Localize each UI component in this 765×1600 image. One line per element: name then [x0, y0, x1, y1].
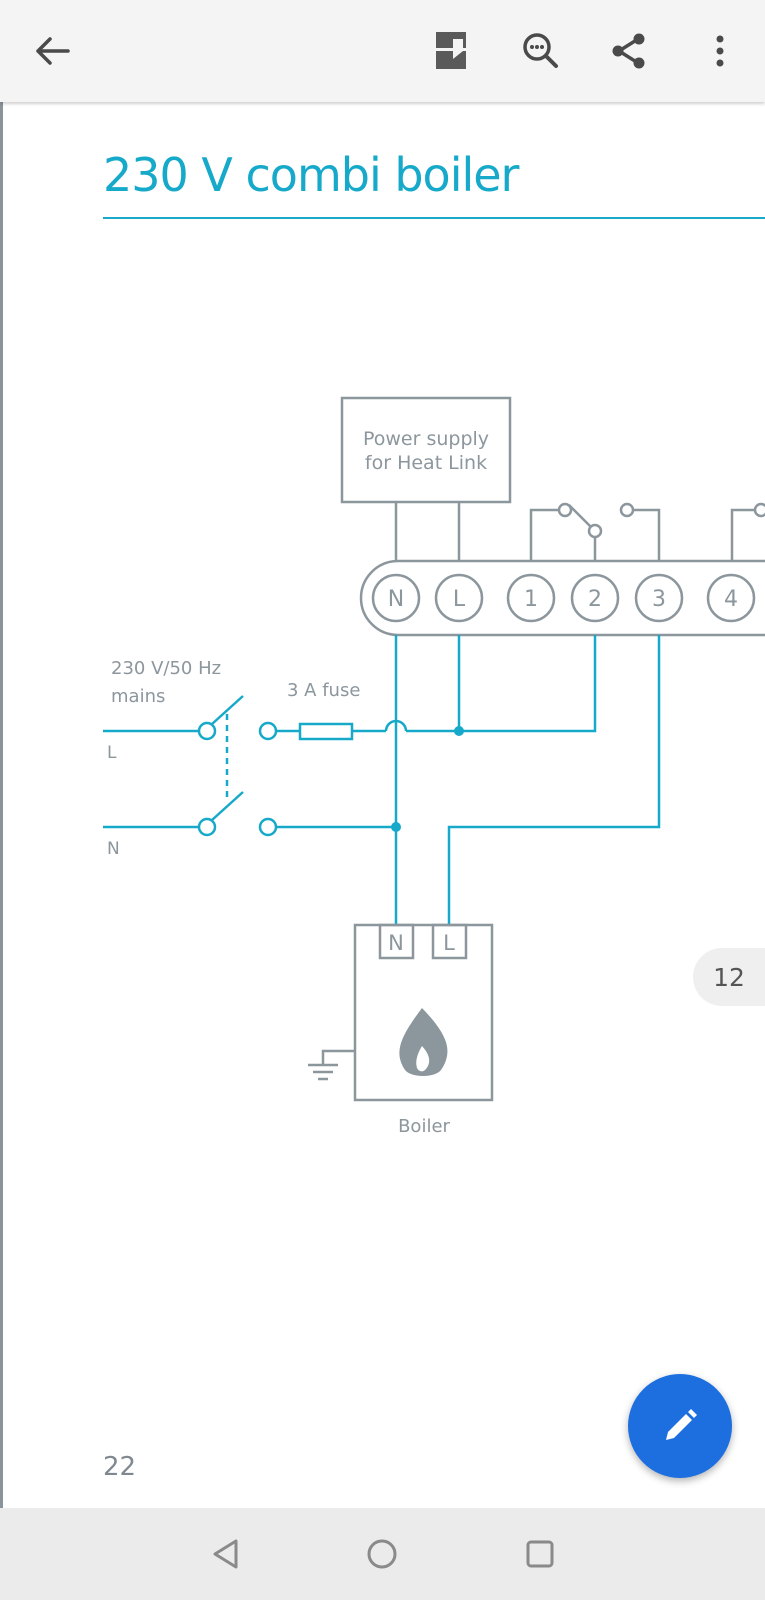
wiring-diagram: Power supply for Heat Link N L 1 2 [103, 396, 765, 1137]
document-view-button[interactable] [427, 26, 477, 76]
svg-text:1: 1 [524, 587, 538, 612]
fuse-symbol [298, 722, 354, 741]
recents-square-icon [526, 1540, 554, 1568]
system-nav-bar [0, 1508, 765, 1600]
share-button[interactable] [604, 26, 654, 76]
document-icon [436, 32, 466, 69]
svg-text:3: 3 [652, 587, 666, 612]
neutral-label: N [107, 839, 120, 859]
back-button[interactable] [27, 26, 77, 76]
more-vert-icon [716, 35, 724, 67]
edit-fab-button[interactable] [628, 1374, 732, 1478]
share-icon [612, 33, 645, 69]
boiler-label: Boiler [398, 1116, 450, 1137]
terminal-n: N [371, 573, 421, 623]
boiler-terminal-l: L [443, 931, 455, 955]
page-indicator[interactable]: 12 [693, 948, 765, 1006]
search-in-document-icon [523, 33, 558, 68]
power-supply-box [340, 396, 512, 504]
fuse-label: 3 A fuse [287, 680, 360, 701]
search-button[interactable] [516, 26, 566, 76]
page-number: 22 [103, 1452, 137, 1482]
mains-label-1: 230 V/50 Hz [111, 658, 221, 679]
terminal-4: 4 [706, 573, 756, 623]
live-label: L [107, 743, 117, 763]
svg-text:N: N [388, 587, 404, 612]
nav-recents-button[interactable] [512, 1526, 568, 1582]
app-toolbar [0, 0, 765, 102]
boiler-box [353, 923, 494, 1102]
mains-label-2: mains [111, 686, 165, 707]
svg-text:4: 4 [724, 587, 738, 612]
home-circle-icon [367, 1539, 397, 1569]
power-supply-label-1: Power supply [363, 428, 489, 450]
terminal-3: 3 [634, 573, 684, 623]
title-rule [103, 217, 765, 219]
svg-text:L: L [453, 587, 466, 612]
document-page[interactable]: 230 V combi boiler Power supply for Heat… [0, 102, 765, 1508]
nav-back-button[interactable] [198, 1526, 254, 1582]
terminal-2: 2 [570, 573, 620, 623]
terminal-1: 1 [506, 573, 556, 623]
svg-text:2: 2 [588, 587, 602, 612]
terminal-l: L [434, 573, 484, 623]
back-arrow-icon [36, 37, 70, 65]
terminal-strip [359, 559, 765, 637]
more-options-button[interactable] [695, 26, 745, 76]
flame-icon [399, 1008, 448, 1076]
power-supply-label-2: for Heat Link [365, 452, 487, 474]
boiler-terminal-n: N [388, 931, 404, 955]
earth-symbol-icon [308, 1049, 355, 1081]
edit-pencil-icon [666, 1409, 697, 1440]
back-triangle-icon [213, 1539, 238, 1569]
nav-home-button[interactable] [354, 1526, 410, 1582]
page-title: 230 V combi boiler [103, 148, 519, 202]
